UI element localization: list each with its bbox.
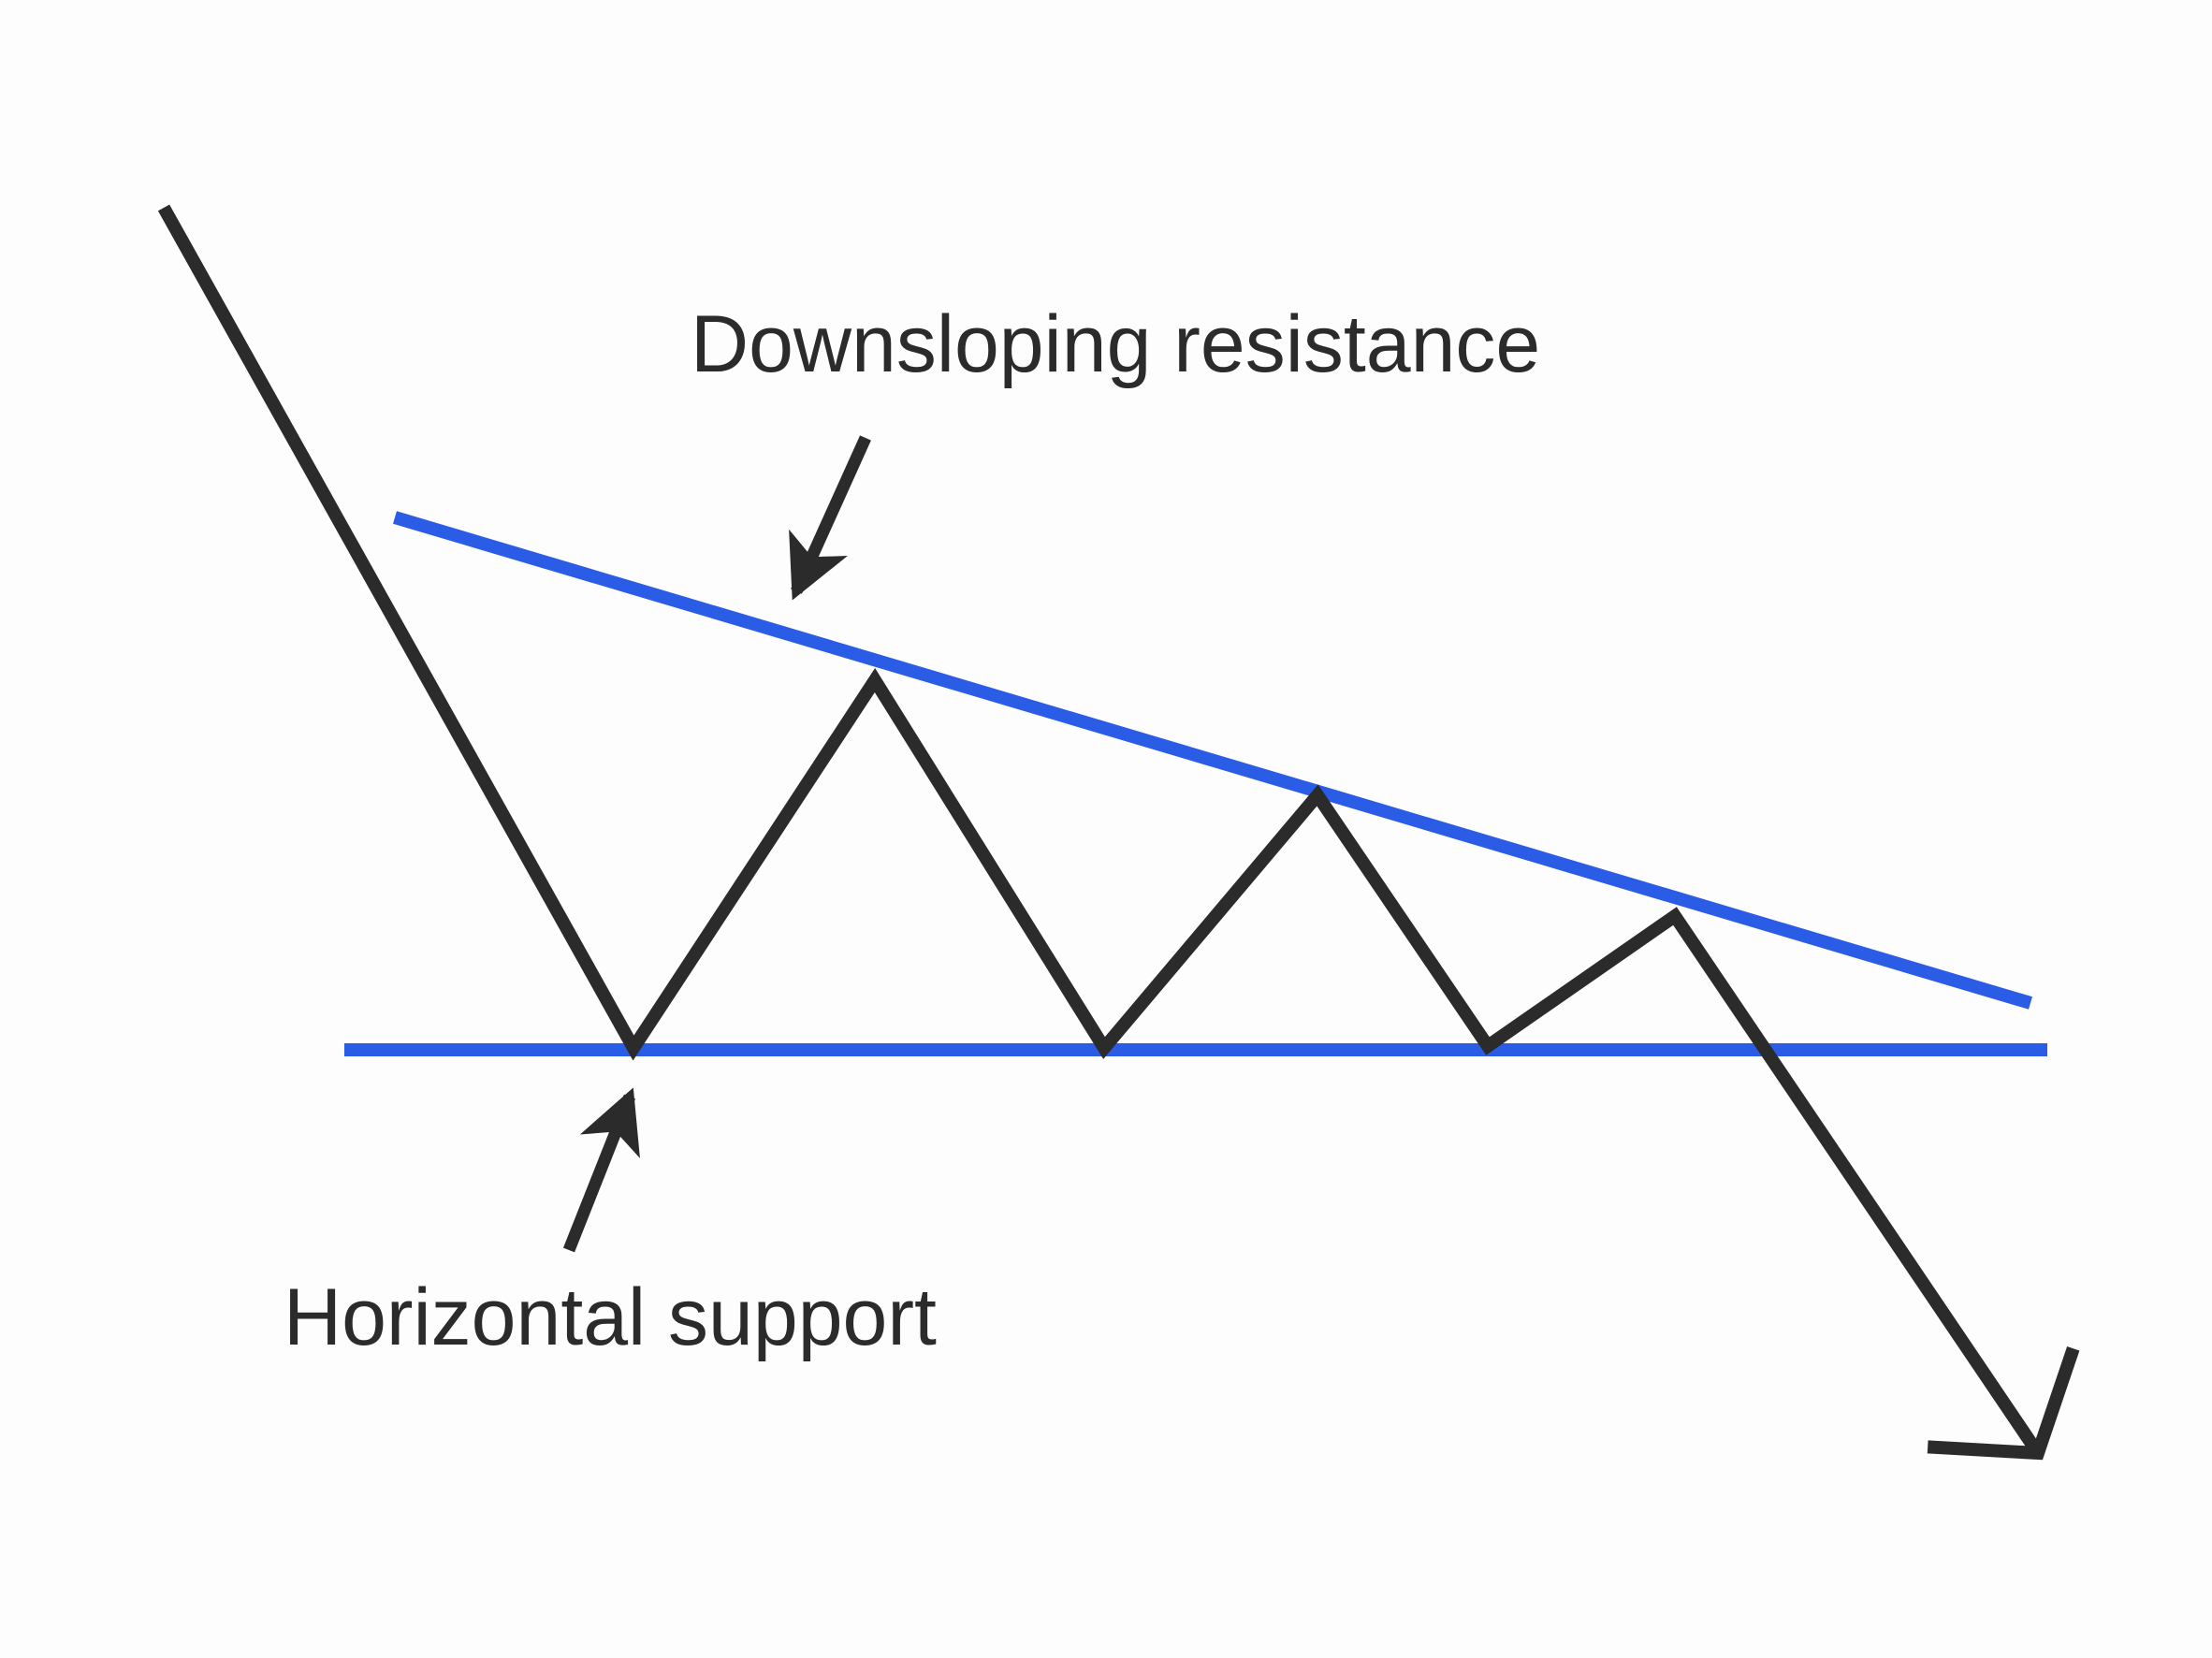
- breakdown-arrow-icon: [1927, 1345, 2080, 1461]
- horizontal-support-label: Horizontal support: [284, 1273, 937, 1362]
- resistance-annotation-arrow-icon: [789, 435, 871, 601]
- downsloping-resistance-label: Downsloping resistance: [691, 299, 1541, 389]
- price-line: [157, 204, 2044, 1457]
- support-annotation-arrow-icon: [562, 1087, 640, 1253]
- resistance-trendline: [393, 511, 2032, 1010]
